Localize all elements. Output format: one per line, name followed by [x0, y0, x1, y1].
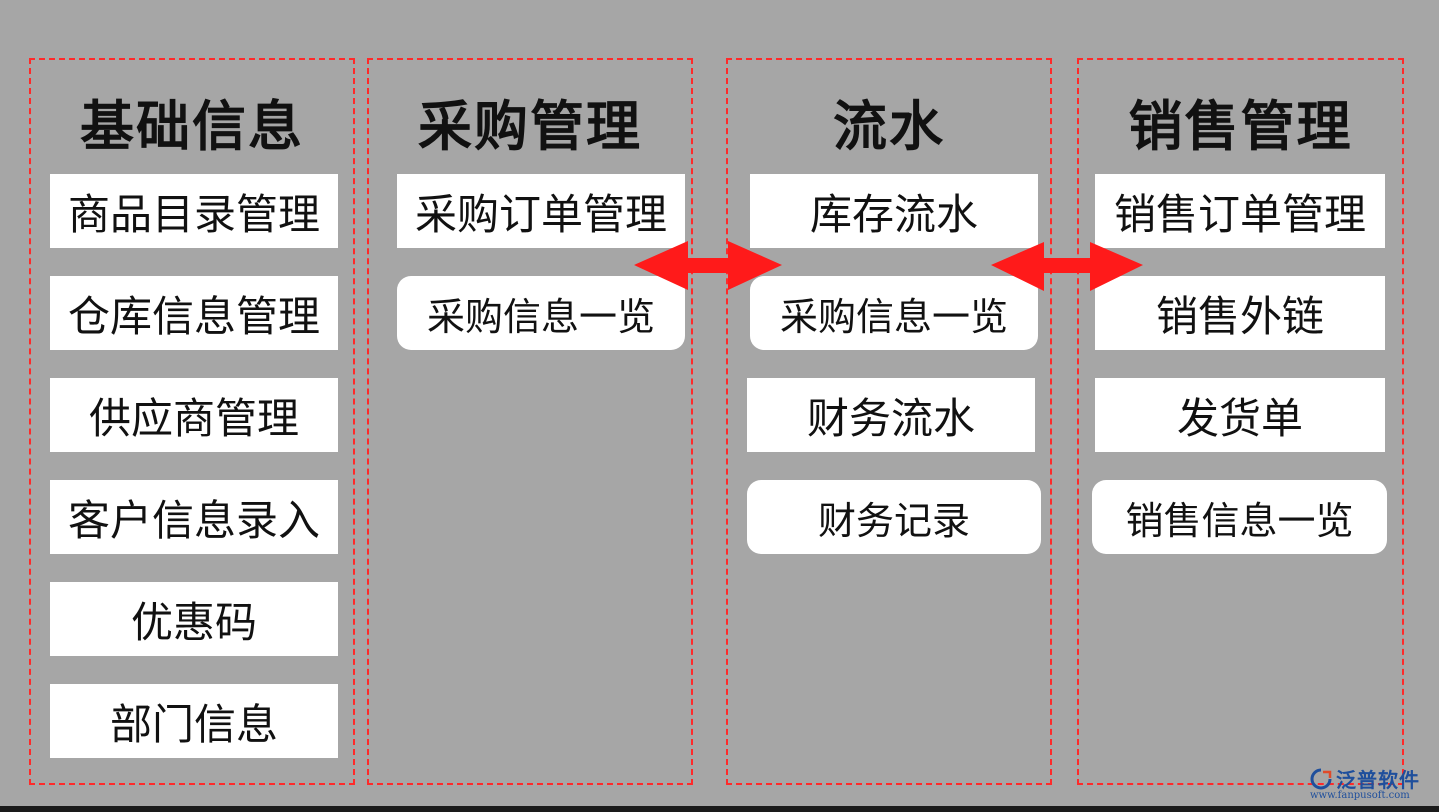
- item-finance-flow[interactable]: 财务流水: [747, 378, 1035, 452]
- item-supplier-mgmt[interactable]: 供应商管理: [50, 378, 338, 452]
- item-sales-order[interactable]: 销售订单管理: [1095, 174, 1385, 248]
- logo-url: www.fanpusoft.com: [1310, 790, 1410, 801]
- item-product-catalog[interactable]: 商品目录管理: [50, 174, 338, 248]
- item-department-info[interactable]: 部门信息: [50, 684, 338, 758]
- panel-title-basic-info: 基础信息: [80, 95, 304, 158]
- item-warehouse-info[interactable]: 仓库信息管理: [50, 276, 338, 350]
- item-customer-entry[interactable]: 客户信息录入: [50, 480, 338, 554]
- item-finance-record[interactable]: 财务记录: [747, 480, 1041, 554]
- panel-sales-mgmt: 销售管理: [1077, 58, 1404, 785]
- panel-title-sales-mgmt: 销售管理: [1128, 95, 1353, 158]
- item-sales-overview[interactable]: 销售信息一览: [1092, 480, 1387, 554]
- panel-title-purchase-mgmt: 采购管理: [418, 95, 642, 158]
- bottom-bar: [0, 806, 1439, 812]
- item-coupon-code[interactable]: 优惠码: [50, 582, 338, 656]
- item-flow-purchase-overview[interactable]: 采购信息一览: [750, 276, 1038, 350]
- item-delivery-note[interactable]: 发货单: [1095, 378, 1385, 452]
- item-sales-link[interactable]: 销售外链: [1095, 276, 1385, 350]
- item-purchase-overview[interactable]: 采购信息一览: [397, 276, 685, 350]
- panel-purchase-mgmt: 采购管理: [367, 58, 693, 785]
- item-inventory-flow[interactable]: 库存流水: [750, 174, 1038, 248]
- brand-logo: 泛普软件 www.fanpusoft.com: [1308, 764, 1434, 806]
- logo-swirl-icon: [1310, 768, 1332, 790]
- panel-flow: 流水: [726, 58, 1052, 785]
- item-purchase-order[interactable]: 采购订单管理: [397, 174, 685, 248]
- logo-name: 泛普软件: [1336, 768, 1420, 792]
- panel-basic-info: 基础信息: [29, 58, 355, 785]
- panel-title-flow: 流水: [833, 95, 945, 158]
